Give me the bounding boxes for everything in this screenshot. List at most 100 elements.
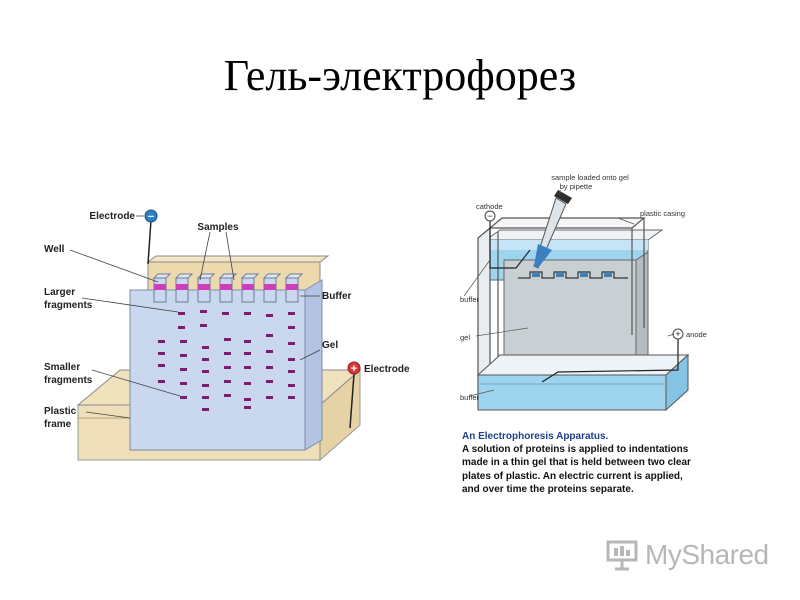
bands (158, 310, 295, 411)
band (224, 380, 231, 383)
band (244, 382, 251, 385)
band (266, 366, 273, 369)
band (288, 312, 295, 315)
band (266, 350, 273, 353)
band (266, 314, 273, 317)
label-smaller-2: fragments (44, 375, 93, 386)
label-sample-loaded-2: by pipette (560, 182, 593, 191)
well-3 (196, 273, 216, 303)
band (202, 358, 209, 361)
presentation-board-icon (606, 540, 638, 571)
band (178, 326, 185, 329)
label-buffer-bottom: buffer (460, 393, 480, 402)
label-buffer: Buffer (322, 291, 352, 302)
label-gel: gel (460, 333, 470, 342)
band (244, 312, 251, 315)
band (200, 310, 207, 313)
minus-icon: − (487, 211, 492, 221)
band (244, 398, 251, 401)
band (266, 334, 273, 337)
myshared-logo: MyShared (605, 535, 769, 575)
well-7 (284, 273, 304, 303)
label-smaller-1: Smaller (44, 362, 80, 373)
label-cathode: cathode (476, 202, 503, 211)
anode-terminal: + (672, 328, 684, 340)
band (202, 396, 209, 399)
label-larger-1: Larger (44, 287, 75, 298)
band (266, 396, 273, 399)
band (180, 368, 187, 371)
label-well: Well (44, 244, 65, 255)
label-samples: Samples (197, 222, 239, 233)
label-buffer-top: buffer (460, 295, 480, 304)
band (158, 340, 165, 343)
positive-electrode: + (347, 361, 361, 429)
plus-icon: + (351, 363, 357, 375)
well-2 (174, 273, 194, 303)
band (178, 312, 185, 315)
caption-line: A solution of proteins is applied to ind… (462, 444, 689, 456)
band (158, 380, 165, 383)
logo-text: MyShared (645, 539, 769, 570)
caption-line: plates of plastic. An electric current i… (462, 470, 683, 482)
band (202, 384, 209, 387)
gel-slab (129, 279, 323, 451)
band (180, 396, 187, 399)
leader-lines (69, 215, 321, 419)
band (222, 312, 229, 315)
band (244, 406, 251, 409)
label-larger-2: fragments (44, 300, 93, 311)
label-anode: anode (686, 330, 707, 339)
well-5 (240, 273, 260, 303)
gel-apparatus-diagram: − + Electrode Samples Well Larger fragme… (44, 209, 410, 462)
band (202, 346, 209, 349)
bottom-reservoir (476, 353, 690, 412)
label-gel: Gel (322, 340, 338, 351)
well-6 (262, 273, 282, 303)
band (200, 324, 207, 327)
well-1 (152, 273, 172, 303)
band (288, 384, 295, 387)
band (224, 352, 231, 355)
negative-electrode: − (144, 209, 158, 265)
band (224, 366, 231, 369)
electrode-wires (489, 218, 679, 383)
label-electrode-right: Electrode (364, 364, 410, 375)
band (180, 382, 187, 385)
band (244, 366, 251, 369)
band (244, 352, 251, 355)
leader-lines (463, 190, 675, 397)
cathode-terminal: − (484, 210, 496, 222)
band (158, 364, 165, 367)
minus-icon: − (148, 211, 154, 223)
page-title: Гель-электрофорез (223, 51, 577, 100)
electrophoresis-apparatus-diagram: − + sample loaded onto gel by pipette ca… (460, 173, 707, 412)
well-4 (218, 273, 238, 303)
caption-title: An Electrophoresis Apparatus. (462, 431, 609, 442)
band (288, 326, 295, 329)
label-plastic-casing: plastic casing (640, 209, 685, 218)
label-sample-loaded-1: sample loaded onto gel (551, 173, 629, 182)
band (288, 342, 295, 345)
wells (152, 273, 304, 303)
pipette (533, 190, 572, 269)
plus-icon: + (675, 329, 680, 339)
band (180, 340, 187, 343)
caption-line: and over time the proteins separate. (462, 483, 634, 495)
band (244, 340, 251, 343)
band (202, 370, 209, 373)
label-frame: frame (44, 419, 72, 430)
band (288, 370, 295, 373)
band (158, 352, 165, 355)
band (224, 338, 231, 341)
band (266, 380, 273, 383)
figure-caption: An Electrophoresis Apparatus. A solution… (462, 430, 762, 496)
band (202, 408, 209, 411)
label-plastic: Plastic (44, 406, 77, 417)
band (288, 358, 295, 361)
caption-line: made in a thin gel that is held between … (462, 457, 691, 469)
band (180, 354, 187, 357)
label-electrode-top: Electrode (89, 211, 135, 222)
band (288, 396, 295, 399)
band (224, 394, 231, 397)
